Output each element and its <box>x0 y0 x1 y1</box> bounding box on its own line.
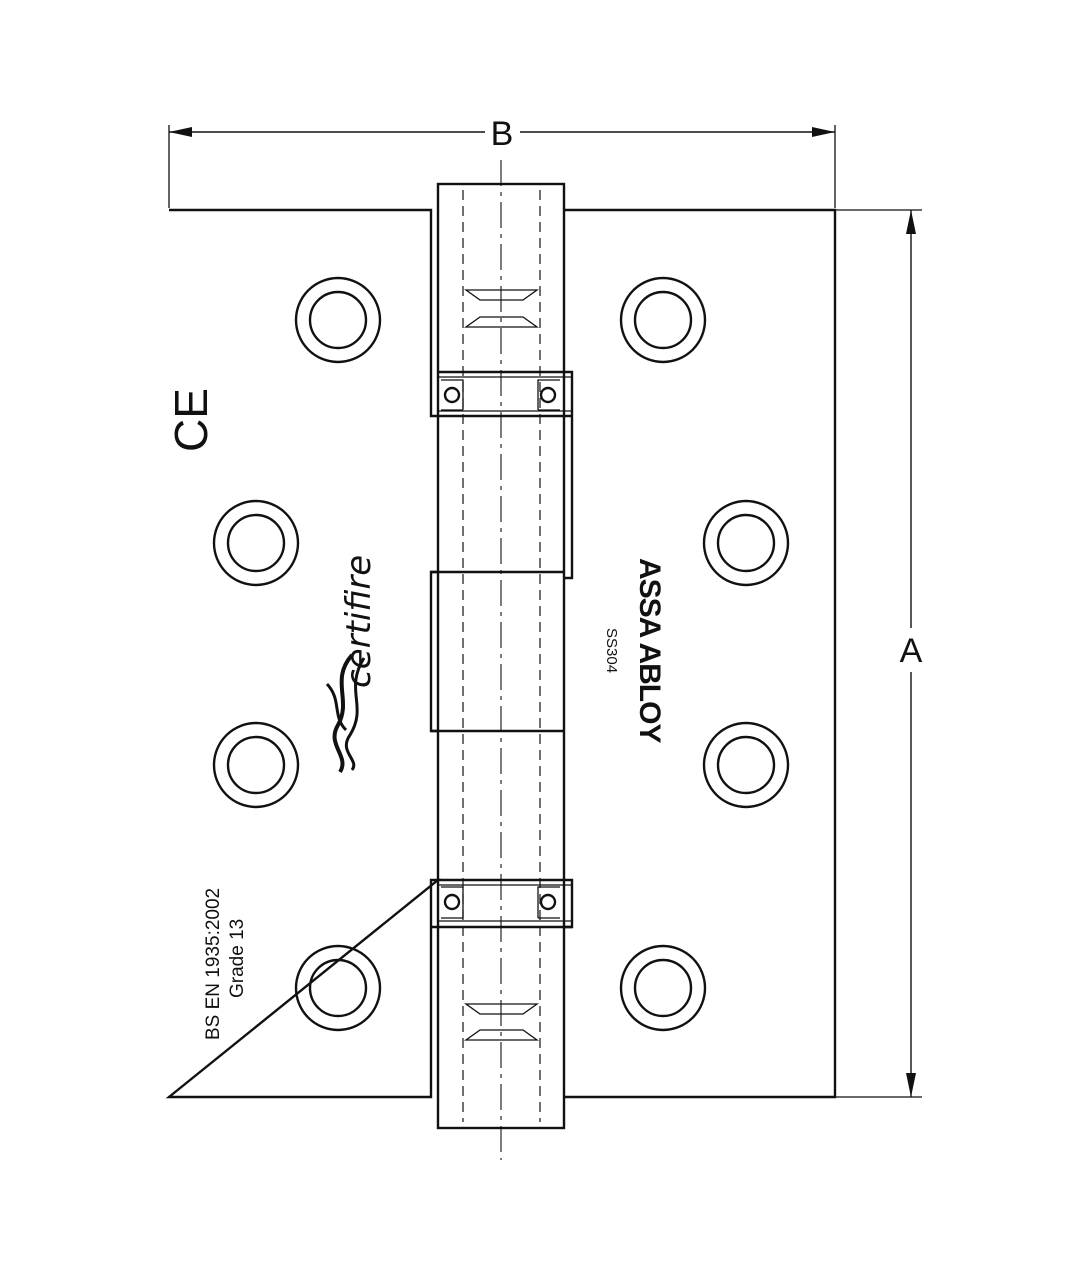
pin-cap-bottom-upper <box>463 1003 540 1015</box>
screw-hole <box>702 499 790 587</box>
screw-hole <box>619 944 707 1032</box>
certifire-swirl-icon <box>325 653 366 774</box>
dimension-label-a: A <box>900 632 923 670</box>
pin-cap-bottom-lower <box>463 1029 540 1041</box>
screw-holes <box>212 276 790 1032</box>
bearing-cage <box>441 379 464 411</box>
arrowhead-left <box>169 127 192 137</box>
screw-hole <box>212 721 300 809</box>
pin-cap-top-lower <box>463 316 540 328</box>
arrowhead-right <box>812 127 835 137</box>
arrowhead-top <box>906 210 916 234</box>
screw-hole <box>294 276 382 364</box>
standard-text: BS EN 1935:2002 <box>203 888 224 1040</box>
bearing-ball <box>443 386 461 404</box>
bearing-cage <box>537 379 560 411</box>
material-code: SS304 <box>603 628 620 673</box>
ce-mark: CE <box>165 388 217 452</box>
arrowhead-bottom <box>906 1073 916 1097</box>
screw-hole <box>294 944 382 1032</box>
screw-hole <box>702 721 790 809</box>
bearing-upper <box>438 376 572 412</box>
pin-cap-top-upper <box>463 289 540 301</box>
bearing-lower <box>438 884 572 922</box>
dimension-b: B <box>168 115 836 208</box>
grade-text: Grade 13 <box>227 919 248 998</box>
bearing-cage <box>537 886 560 919</box>
screw-hole <box>619 276 707 364</box>
bearing-ball <box>539 386 557 404</box>
certifire-logo: certifire <box>325 555 379 774</box>
bearing-ball <box>443 893 461 911</box>
bearing-cage <box>441 886 464 919</box>
bearing-ball <box>539 893 557 911</box>
knuckle-barrel <box>431 160 572 1160</box>
brand-logo: ASSA ABLOY <box>633 558 666 743</box>
dimension-a: A <box>835 209 923 1098</box>
screw-hole <box>212 499 300 587</box>
dimension-label-b: B <box>491 115 514 153</box>
